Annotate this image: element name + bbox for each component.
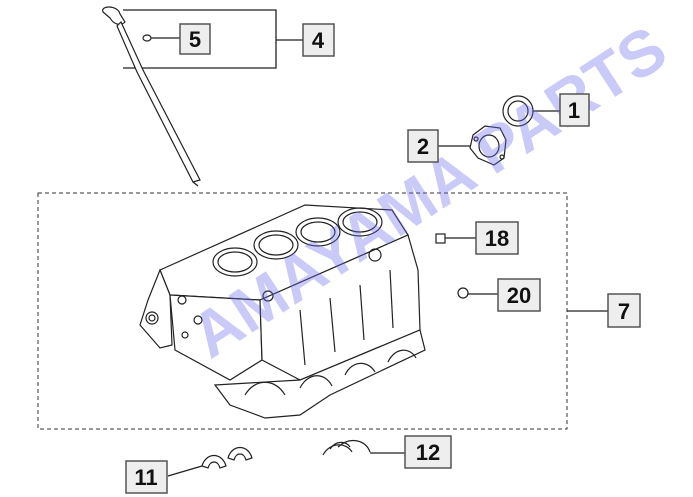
plug-part (435, 233, 476, 244)
callout-20[interactable]: 20 (497, 278, 541, 312)
svg-text:11: 11 (134, 465, 157, 490)
svg-text:2: 2 (417, 134, 429, 159)
seal-retainer-part (438, 125, 507, 166)
callout-11[interactable]: 11 (125, 460, 168, 494)
drain-plug-part (457, 287, 498, 299)
svg-text:20: 20 (507, 283, 531, 308)
dipstick-group (102, 6, 303, 187)
thrust-washer-part (322, 439, 405, 456)
svg-text:12: 12 (416, 440, 440, 465)
callout-1[interactable]: 1 (559, 93, 590, 127)
callout-4[interactable]: 4 (302, 23, 335, 57)
svg-text:1: 1 (568, 98, 580, 123)
callout-18[interactable]: 18 (475, 221, 519, 255)
o-ring-part (142, 34, 152, 42)
dipstick-handle (102, 6, 126, 25)
callout-2[interactable]: 2 (407, 129, 439, 163)
callout-7[interactable]: 7 (607, 293, 641, 328)
main-bearing-part (167, 446, 253, 477)
callout-5[interactable]: 5 (179, 23, 211, 55)
svg-text:7: 7 (618, 299, 630, 324)
cylinder-block (139, 204, 426, 419)
callout-12[interactable]: 12 (404, 435, 452, 469)
svg-text:18: 18 (485, 226, 509, 251)
watermark-text: AMAYAMA PARTS (178, 12, 678, 372)
oil-seal-part (502, 95, 560, 127)
svg-text:5: 5 (189, 27, 201, 52)
svg-text:4: 4 (312, 28, 325, 53)
